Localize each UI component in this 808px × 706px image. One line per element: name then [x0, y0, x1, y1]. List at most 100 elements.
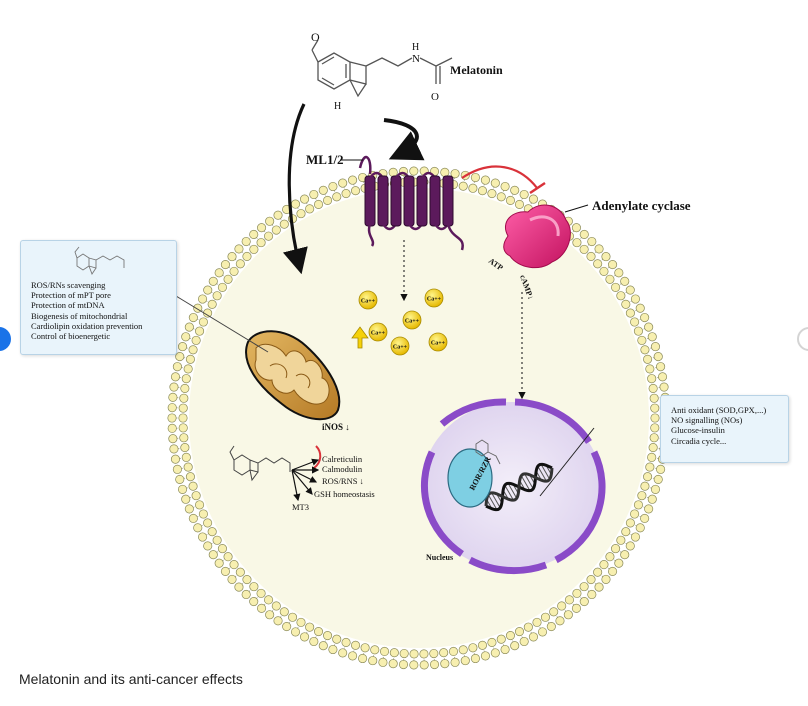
- lipid-head-inner: [181, 443, 189, 451]
- nuclear-effect-line: Anti oxidant (SOD,GPX,...): [671, 405, 766, 415]
- lipid-head-inner: [361, 644, 369, 652]
- lipid-head-inner: [622, 300, 630, 308]
- lipid-head-inner: [305, 623, 313, 631]
- lipid-head-outer: [176, 352, 184, 360]
- lipid-head-outer: [215, 269, 223, 277]
- lipid-head-inner: [506, 631, 514, 639]
- indole-nh-label: H: [334, 101, 341, 112]
- lipid-head-outer: [441, 168, 449, 176]
- lipid-head-inner: [192, 336, 200, 344]
- lipid-head-outer: [580, 597, 588, 605]
- lipid-head-inner: [634, 501, 642, 509]
- lipid-head-inner: [650, 434, 658, 442]
- lipid-head-inner: [573, 238, 581, 246]
- lipid-head-inner: [180, 394, 188, 402]
- lipid-head-inner: [533, 618, 541, 626]
- lipid-head-inner: [280, 220, 288, 228]
- lipid-head-inner: [181, 384, 189, 392]
- nuclear-effects-box: Anti oxidant (SOD,GPX,...)NO signalling …: [660, 395, 789, 463]
- lipid-head-inner: [626, 519, 634, 527]
- lipid-head-outer: [430, 660, 438, 668]
- lipid-head-outer: [501, 645, 509, 653]
- lipid-head-inner: [224, 553, 232, 561]
- melatonin-molecule: [312, 40, 452, 96]
- lipid-head-outer: [399, 660, 407, 668]
- lipid-head-inner: [469, 184, 477, 192]
- lipid-head-outer: [204, 286, 212, 294]
- lipid-head-outer: [511, 186, 519, 194]
- mitochondria-effect-line: Protection of mtDNA: [31, 300, 142, 310]
- lipid-head-inner: [593, 568, 601, 576]
- lipid-head-outer: [658, 373, 666, 381]
- lipid-head-inner: [565, 596, 573, 604]
- lipid-head-inner: [305, 205, 313, 213]
- lipid-head-inner: [314, 200, 322, 208]
- lipid-head-inner: [272, 226, 280, 234]
- lipid-head-outer: [640, 514, 648, 522]
- lipid-head-outer: [461, 656, 469, 664]
- nuclear-effect-line: NO signalling (NOs): [671, 415, 766, 425]
- lipid-head-outer: [379, 658, 387, 666]
- amide-h-label: H: [412, 42, 419, 53]
- lipid-head-outer: [250, 597, 258, 605]
- lipid-head-outer: [654, 475, 662, 483]
- lipid-head-inner: [557, 602, 565, 610]
- lipid-head-outer: [651, 342, 659, 350]
- lipid-head-inner: [243, 252, 251, 260]
- lipid-head-outer: [291, 200, 299, 208]
- lipid-head-inner: [617, 536, 625, 544]
- lipid-head-inner: [224, 275, 232, 283]
- calcium-ion-label: Ca++: [431, 341, 446, 347]
- receptor-label: ML1/2: [306, 152, 344, 167]
- lipid-head-outer: [185, 323, 193, 331]
- melatonin-to-receptor-arrow: [384, 120, 417, 156]
- box-melatonin-structure: [69, 244, 129, 276]
- lipid-head-inner: [587, 575, 595, 583]
- lipid-head-outer: [580, 230, 588, 238]
- lipid-head-inner: [600, 560, 608, 568]
- lipid-head-outer: [654, 352, 662, 360]
- lipid-head-inner: [497, 193, 505, 201]
- lipid-head-outer: [481, 176, 489, 184]
- lipid-head-outer: [310, 190, 318, 198]
- mitochondria-effect-line: ROS/RNs scavenging: [31, 280, 142, 290]
- lipid-head-outer: [615, 269, 623, 277]
- lipid-head-outer: [644, 323, 652, 331]
- lipid-head-outer: [441, 659, 449, 667]
- lipid-head-outer: [348, 176, 356, 184]
- lipid-head-inner: [649, 384, 657, 392]
- target-label: GSH homeostasis: [314, 489, 375, 499]
- lipid-head-inner: [638, 491, 646, 499]
- transmembrane-helix: [365, 176, 375, 226]
- lipid-head-outer: [257, 604, 265, 612]
- lipid-head-inner: [236, 260, 244, 268]
- transmembrane-helix: [378, 176, 388, 226]
- lipid-head-inner: [488, 638, 496, 646]
- lipid-head-inner: [264, 596, 272, 604]
- lipid-head-outer: [538, 628, 546, 636]
- lipid-head-outer: [242, 237, 250, 245]
- lipid-head-outer: [491, 649, 499, 657]
- lipid-head-inner: [488, 189, 496, 197]
- lipid-head-inner: [600, 267, 608, 275]
- lipid-head-inner: [593, 260, 601, 268]
- lipid-head-outer: [631, 533, 639, 541]
- lipid-head-outer: [529, 633, 537, 641]
- mitochondria-effect-line: Cardiolipin oxidation prevention: [31, 321, 142, 331]
- lipid-head-outer: [169, 434, 177, 442]
- lipid-head-inner: [611, 283, 619, 291]
- figure-caption: Melatonin and its anti-cancer effects: [19, 671, 243, 687]
- lipid-head-outer: [572, 604, 580, 612]
- lipid-head-inner: [430, 649, 438, 657]
- lipid-head-inner: [264, 232, 272, 240]
- lipid-head-outer: [608, 567, 616, 575]
- calcium-ion-label: Ca++: [427, 297, 442, 303]
- lipid-head-outer: [651, 485, 659, 493]
- lipid-head-inner: [257, 238, 265, 246]
- lipid-head-outer: [420, 661, 428, 669]
- lipid-head-inner: [541, 613, 549, 621]
- lipid-head-inner: [257, 589, 265, 597]
- lipid-head-outer: [626, 286, 634, 294]
